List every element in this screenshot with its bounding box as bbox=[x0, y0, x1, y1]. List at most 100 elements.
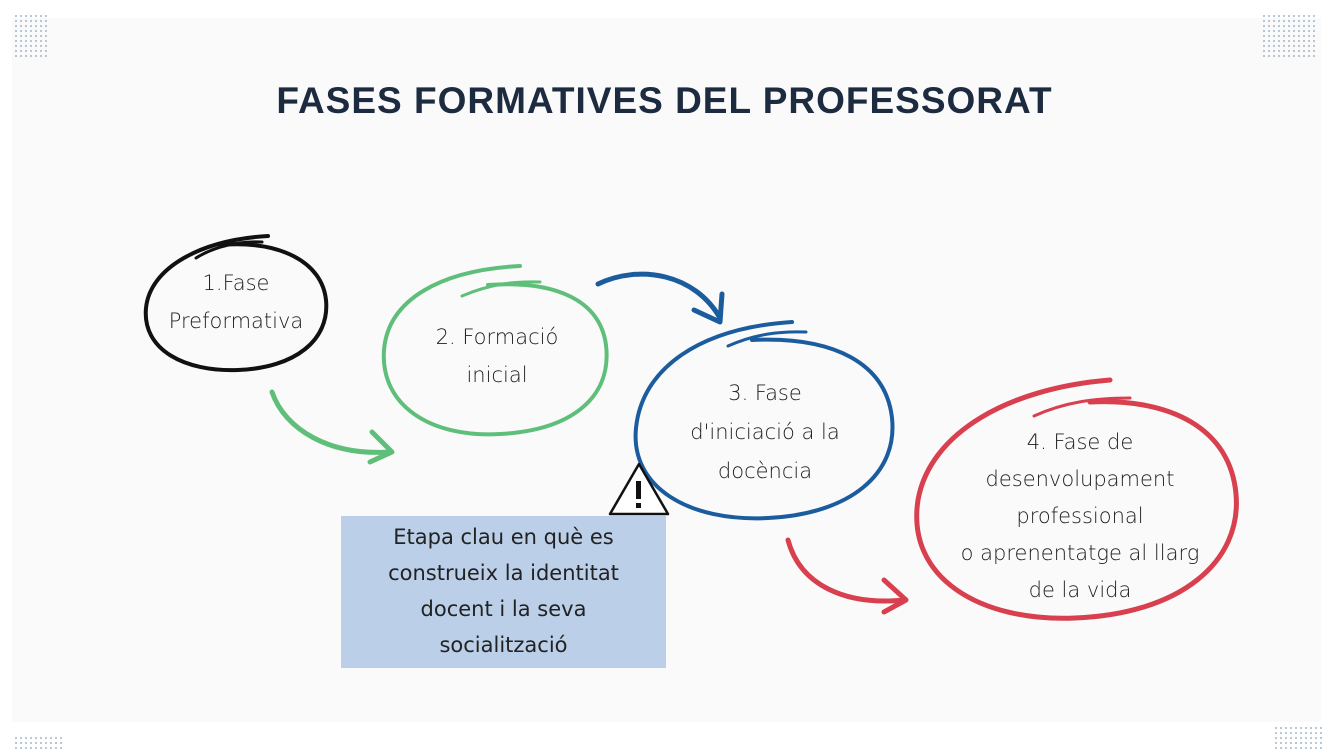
dot bbox=[1275, 732, 1277, 734]
dot bbox=[45, 35, 47, 37]
phase-1-circle bbox=[143, 234, 329, 373]
dot bbox=[1295, 727, 1297, 729]
dot bbox=[30, 20, 32, 22]
dot bbox=[1295, 737, 1297, 739]
dot bbox=[50, 747, 52, 749]
dot bbox=[1273, 55, 1275, 57]
dot bbox=[35, 55, 37, 57]
dot bbox=[1315, 732, 1317, 734]
dot bbox=[1280, 727, 1282, 729]
dot bbox=[60, 737, 62, 739]
dot bbox=[1273, 35, 1275, 37]
dot bbox=[15, 15, 17, 17]
dot bbox=[15, 742, 17, 744]
dot bbox=[1300, 727, 1302, 729]
dot bbox=[1310, 732, 1312, 734]
dot bbox=[1263, 35, 1265, 37]
dot bbox=[1263, 45, 1265, 47]
dot bbox=[1280, 747, 1282, 749]
dot bbox=[1298, 15, 1300, 17]
dot bbox=[1278, 25, 1280, 27]
dot bbox=[50, 737, 52, 739]
dot-grid-bottom-right bbox=[1275, 727, 1322, 749]
dot bbox=[35, 737, 37, 739]
dot bbox=[1268, 40, 1270, 42]
dot-grid-top-left bbox=[15, 15, 47, 57]
dot bbox=[1295, 732, 1297, 734]
dot bbox=[25, 50, 27, 52]
page-title: FASES FORMATIVES DEL PROFESSORAT bbox=[276, 80, 1053, 121]
dot bbox=[1275, 727, 1277, 729]
warning-triangle-icon bbox=[608, 462, 670, 516]
dot bbox=[1305, 727, 1307, 729]
dot bbox=[1278, 50, 1280, 52]
dot-grid-top-right bbox=[1263, 15, 1315, 57]
dot bbox=[1290, 742, 1292, 744]
dot bbox=[1305, 737, 1307, 739]
dot bbox=[45, 55, 47, 57]
dot bbox=[1288, 50, 1290, 52]
dot bbox=[40, 20, 42, 22]
dot bbox=[1263, 30, 1265, 32]
dot bbox=[35, 25, 37, 27]
dot bbox=[45, 742, 47, 744]
dot bbox=[1293, 55, 1295, 57]
dot bbox=[35, 35, 37, 37]
dot bbox=[1263, 55, 1265, 57]
dot bbox=[1283, 20, 1285, 22]
dot bbox=[1315, 727, 1317, 729]
dot bbox=[1283, 15, 1285, 17]
dot bbox=[1310, 742, 1312, 744]
dot bbox=[1308, 35, 1310, 37]
dot bbox=[30, 747, 32, 749]
dot bbox=[1313, 30, 1315, 32]
note-box: Etapa clau en què es construeix la ident… bbox=[341, 516, 666, 668]
dot bbox=[1283, 50, 1285, 52]
dot bbox=[1310, 737, 1312, 739]
dot bbox=[1285, 727, 1287, 729]
dot bbox=[45, 20, 47, 22]
dot bbox=[1303, 25, 1305, 27]
dot bbox=[1303, 30, 1305, 32]
dot bbox=[1290, 747, 1292, 749]
dot bbox=[1280, 742, 1282, 744]
phase-4-line: 4. Fase de bbox=[1026, 430, 1134, 454]
dot bbox=[1320, 747, 1322, 749]
dot bbox=[25, 35, 27, 37]
dot bbox=[25, 742, 27, 744]
dot bbox=[20, 737, 22, 739]
dot bbox=[20, 20, 22, 22]
dot bbox=[45, 747, 47, 749]
dot bbox=[1303, 15, 1305, 17]
dot bbox=[1290, 727, 1292, 729]
dot bbox=[1298, 50, 1300, 52]
phase-2-line: inicial bbox=[466, 363, 528, 387]
dot bbox=[1300, 737, 1302, 739]
dot bbox=[1263, 40, 1265, 42]
dot bbox=[1283, 25, 1285, 27]
dot bbox=[1303, 50, 1305, 52]
dot bbox=[1298, 35, 1300, 37]
dot bbox=[1283, 45, 1285, 47]
dot bbox=[1283, 55, 1285, 57]
dot bbox=[30, 15, 32, 17]
dot bbox=[30, 30, 32, 32]
dot bbox=[1303, 20, 1305, 22]
dot bbox=[35, 742, 37, 744]
dot bbox=[1293, 30, 1295, 32]
dot bbox=[25, 15, 27, 17]
dot bbox=[40, 35, 42, 37]
dot bbox=[20, 40, 22, 42]
dot bbox=[35, 747, 37, 749]
dot bbox=[20, 747, 22, 749]
dot bbox=[1268, 50, 1270, 52]
dot bbox=[1288, 15, 1290, 17]
dot bbox=[40, 737, 42, 739]
dot bbox=[45, 40, 47, 42]
phase-3-line: d'iniciació a la bbox=[690, 420, 840, 444]
dot bbox=[1283, 40, 1285, 42]
dot bbox=[15, 40, 17, 42]
dot bbox=[1283, 35, 1285, 37]
phase-4-label: 4. Fase de desenvolupament professional … bbox=[920, 424, 1240, 609]
